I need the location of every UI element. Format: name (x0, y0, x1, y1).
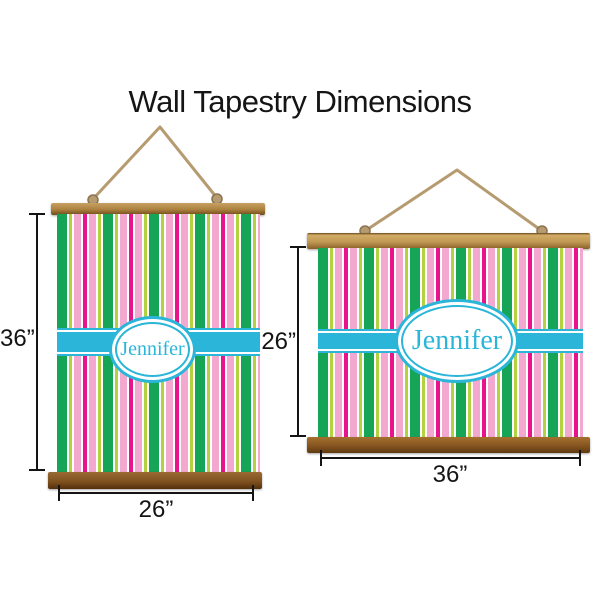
name-plate-oval: Jennifer (395, 299, 519, 383)
width-dimension-line (58, 485, 254, 501)
wooden-rod-top (307, 233, 590, 249)
tapestry-fabric: Jennifer (57, 214, 260, 472)
height-dimension-label: 36” (0, 325, 35, 352)
name-plate-oval: Jennifer (109, 316, 196, 383)
rope-line (364, 168, 543, 233)
personalized-name: Jennifer (120, 338, 185, 360)
name-plate-inner-ring: Jennifer (115, 322, 190, 377)
page-title: Wall Tapestry Dimensions (128, 84, 472, 119)
wooden-rod-top (51, 203, 265, 215)
tapestry-fabric: Jennifer (318, 248, 583, 437)
height-dimension-line (29, 213, 45, 471)
width-dimension-line (320, 450, 581, 466)
width-dimension-label: 26” (138, 496, 174, 523)
width-dimension-label: 36” (432, 461, 468, 488)
name-plate-inner-ring: Jennifer (401, 305, 513, 377)
wooden-rod-bottom (48, 472, 262, 489)
height-dimension-line (290, 246, 306, 437)
height-dimension-label: 26” (261, 328, 296, 355)
personalized-name: Jennifer (411, 325, 503, 356)
wooden-rod-bottom (307, 437, 590, 453)
